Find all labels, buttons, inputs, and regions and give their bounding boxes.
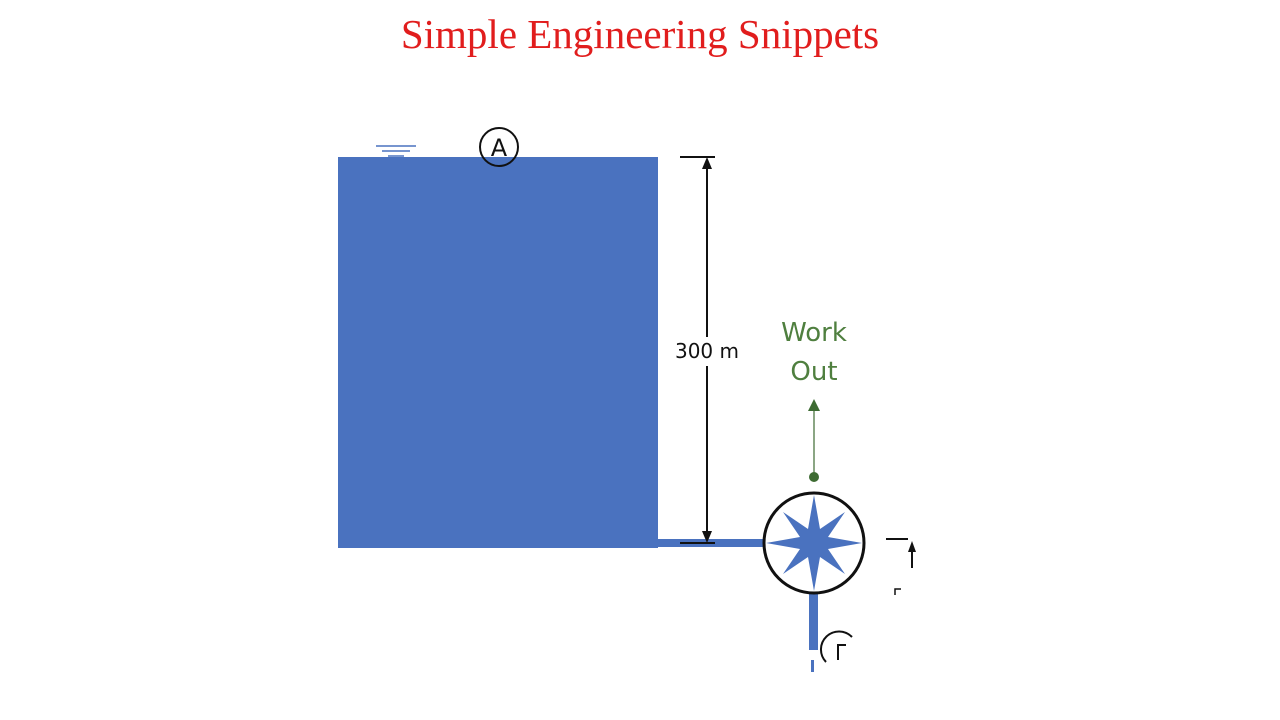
point-a-marker: A: [479, 127, 519, 167]
height-dimension: [680, 156, 715, 544]
turbine-star-icon: [766, 495, 862, 591]
reservoir-water: [338, 157, 658, 548]
point-a-label: A: [491, 134, 508, 162]
partial-point-marker: [819, 630, 853, 663]
outlet-pipe-fragment: [811, 660, 814, 672]
outlet-pipe: [809, 594, 818, 650]
partial-dimension-marks: [886, 538, 916, 595]
water-surface-icon: [376, 145, 416, 157]
turbine: [762, 491, 866, 595]
work-label-line1: Work: [781, 318, 847, 348]
height-label: 300 m: [675, 339, 739, 363]
work-out-arrow: [808, 399, 820, 482]
work-label-line2: Out: [790, 357, 837, 387]
page-title: Simple Engineering Snippets: [400, 11, 880, 57]
